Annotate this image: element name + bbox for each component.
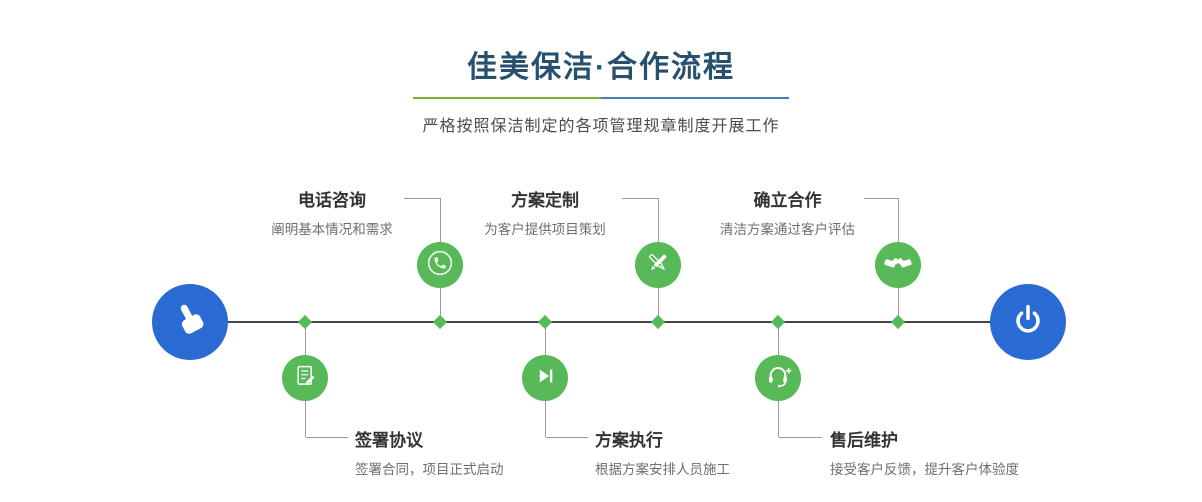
step-label-aftersales: 售后维护 接受客户反馈，提升客户体验度	[830, 426, 1070, 478]
timeline-node-diamond	[770, 314, 786, 330]
step-desc: 签署合同，项目正式启动	[355, 462, 504, 477]
connector-line	[305, 401, 306, 437]
timeline-node-diamond	[650, 314, 666, 330]
flow-start-node	[152, 284, 228, 360]
connector-line	[658, 198, 659, 242]
connector-line	[545, 323, 546, 355]
phone-icon	[424, 247, 456, 284]
power-icon	[1008, 300, 1048, 345]
connector-line	[305, 323, 306, 355]
handshake-icon	[882, 247, 914, 284]
connector-line	[898, 198, 899, 242]
page-subtitle: 严格按照保洁制定的各项管理规章制度开展工作	[422, 118, 780, 135]
timeline-node-diamond	[890, 314, 906, 330]
step-title: 方案执行	[595, 431, 663, 450]
timeline-line	[200, 321, 1020, 323]
step-desc: 阐明基本情况和需求	[271, 222, 393, 237]
timeline-node-diamond	[297, 314, 313, 330]
connector-line	[622, 198, 658, 199]
pencil-icon	[643, 248, 673, 283]
step-label-execution: 方案执行 根据方案安排人员施工	[595, 426, 805, 478]
connector-line	[658, 288, 659, 321]
step-label-phone: 电话咨询 阐明基本情况和需求	[262, 186, 402, 238]
step-label-cooperation: 确立合作 清洁方案通过客户评估	[710, 186, 865, 238]
step-label-plan: 方案定制 为客户提供项目策划	[470, 186, 620, 238]
connector-line	[778, 401, 779, 437]
step-desc: 根据方案安排人员施工	[595, 462, 730, 477]
connector-line	[898, 288, 899, 321]
timeline-node-diamond	[432, 314, 448, 330]
step-node-execution	[522, 355, 568, 401]
underline-blue-segment	[601, 97, 789, 99]
step-label-contract: 签署协议 签署合同，项目正式启动	[355, 426, 565, 478]
step-node-plan	[635, 242, 681, 288]
connector-line	[546, 437, 588, 438]
step-title: 方案定制	[511, 191, 579, 210]
connector-line	[864, 198, 898, 199]
step-node-aftersales	[755, 355, 801, 401]
connector-line	[545, 401, 546, 437]
page-title: 佳美保洁·合作流程	[467, 51, 735, 84]
connector-line	[404, 198, 440, 199]
step-title: 确立合作	[753, 191, 822, 210]
step-node-phone	[417, 242, 463, 288]
connector-line	[306, 437, 348, 438]
connector-line	[778, 323, 779, 355]
timeline-node-diamond	[537, 314, 553, 330]
title-underline	[413, 97, 789, 99]
step-title: 签署协议	[355, 431, 423, 450]
play-icon	[531, 362, 559, 395]
pointing-hand-icon	[169, 299, 211, 346]
step-node-cooperation	[875, 242, 921, 288]
flow-end-node	[990, 284, 1066, 360]
connector-line	[779, 437, 822, 438]
step-title: 售后维护	[830, 431, 898, 450]
underline-green-segment	[413, 97, 601, 99]
contract-icon	[290, 361, 320, 396]
step-desc: 为客户提供项目策划	[484, 222, 606, 237]
connector-line	[440, 288, 441, 321]
headset-icon	[762, 360, 794, 397]
step-node-contract	[282, 355, 328, 401]
step-title: 电话咨询	[298, 191, 366, 210]
step-desc: 清洁方案通过客户评估	[720, 222, 855, 237]
connector-line	[440, 198, 441, 242]
step-desc: 接受客户反馈，提升客户体验度	[830, 462, 1019, 477]
